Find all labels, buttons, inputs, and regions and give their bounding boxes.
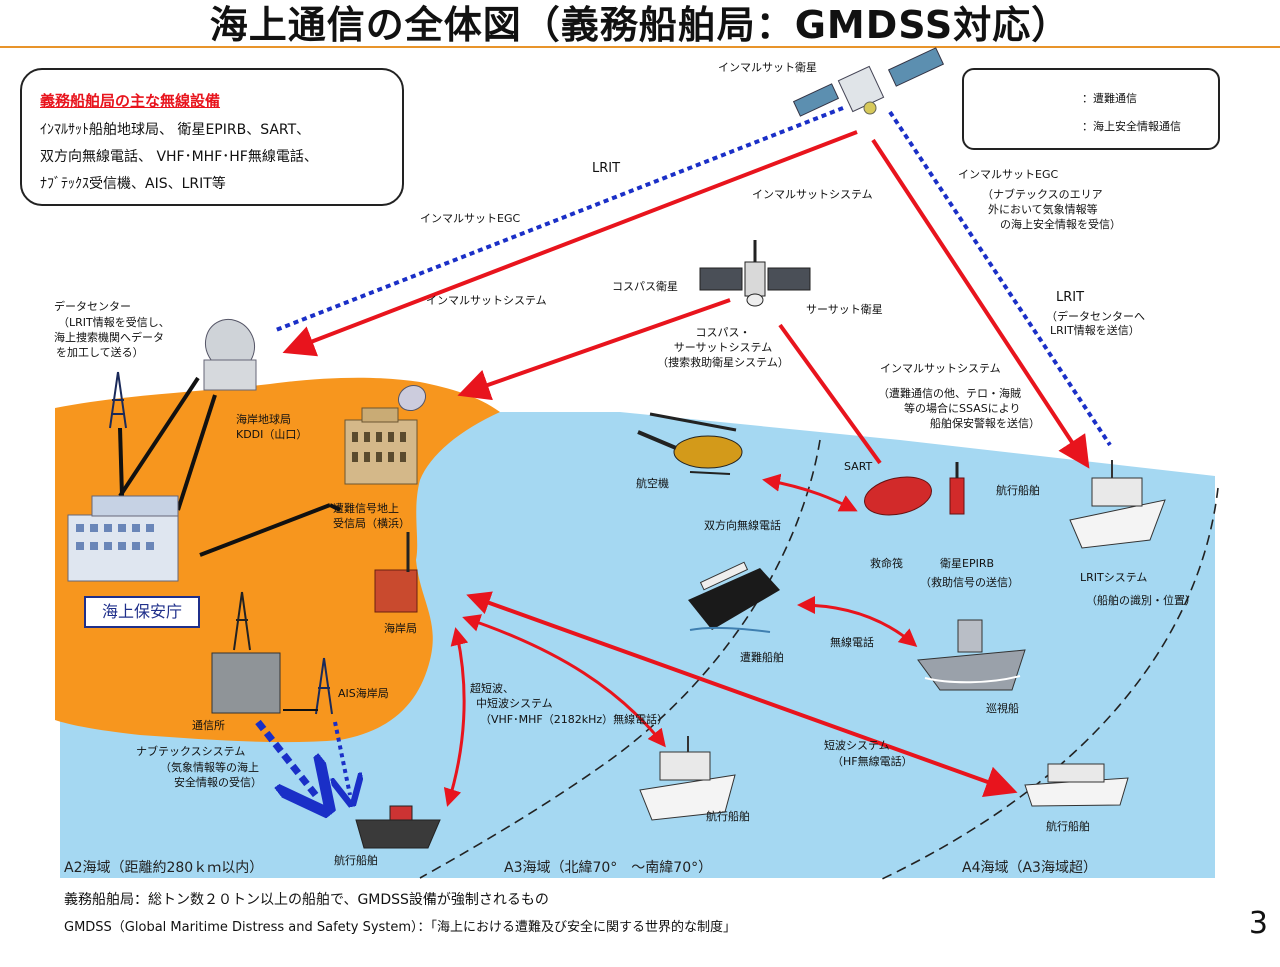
liferaft-label: 救命筏 <box>870 557 903 570</box>
inmarsat-egc-right-note: （ナブテックスのエリア <box>982 188 1103 201</box>
inmarsat-satellite-icon <box>792 47 945 117</box>
a3-a4-boundary <box>879 487 1219 881</box>
inmarsat-system-left-label: インマルサットシステム <box>426 294 547 307</box>
epirb-note: （救助信号の送信） <box>920 576 1019 589</box>
sailing-ship-icon-4 <box>355 805 441 849</box>
vhf-system-note: （VHF･MHF（2182kHz）無線電話） <box>480 713 669 726</box>
legend <box>962 68 1220 150</box>
footnote-1: 義務船舶局：総トン数２０トン以上の船舶で、GMDSS設備が強制されるもの <box>64 892 549 908</box>
lrit-right-title: LRIT <box>1056 290 1085 305</box>
title-rule <box>0 46 1280 48</box>
coast-earth-station-label: 海岸地球局 <box>236 413 291 426</box>
epirb-label: 衛星EPIRB <box>940 557 995 570</box>
inmarsat-egc-label: インマルサットEGC <box>420 212 521 225</box>
lrit-right-note: LRIT情報を送信） <box>1050 324 1140 337</box>
equipment-heading: 義務船舶局の主な無線設備 <box>40 92 221 110</box>
coast-station-label: 海岸局 <box>384 622 417 635</box>
coast-earth-station-icon <box>203 318 257 391</box>
inmarsat-ssas-note: （遭難通信の他、テロ・海賊 <box>878 387 1021 400</box>
hf-system-label: 短波システム <box>824 739 890 752</box>
distress-ship-label: 遭難船舶 <box>740 651 784 664</box>
coast-guard-building-icon <box>67 495 179 582</box>
footnote-2: GMDSS（Global Maritime Distress and Safet… <box>64 920 737 935</box>
distressed-ship-icon <box>688 561 780 633</box>
coast-station-icon <box>374 532 418 613</box>
cospas-system-note: （捜索救助衛星システム） <box>657 356 789 369</box>
page-title: 海上通信の全体図（義務船舶局：GMDSS対応） <box>209 3 1071 47</box>
inmarsat-system-label: インマルサットシステム <box>752 188 873 201</box>
safety-info-lines <box>255 106 1112 798</box>
page-number: 3 <box>1248 906 1268 941</box>
inmarsat-system-right-label: インマルサットシステム <box>880 362 1001 375</box>
equipment-line: ﾅﾌﾞﾃｯｸｽ受信機、AIS、LRIT等 <box>40 176 226 192</box>
ais-tower-icon <box>283 657 333 715</box>
inmarsat-ssas-note: 船舶保安警報を送信） <box>930 417 1040 430</box>
data-center-note: 海上捜索機関へデータ <box>54 331 164 344</box>
vhf-system-label: 超短波、 <box>470 682 514 695</box>
data-center-note: （LRIT情報を受信し、 <box>58 316 170 329</box>
legend-distress-label: ：遭難通信 <box>1082 92 1137 105</box>
equipment-line: ｲﾝﾏﾙｻｯﾄ船舶地球局、 衛星EPIRB、SART、 <box>40 122 311 138</box>
hf-system-note: （HF無線電話） <box>832 755 913 768</box>
land-links <box>118 376 341 557</box>
patrol-ship-label: 巡視船 <box>986 702 1019 715</box>
sarsat-satellite-label: サーサット衛星 <box>806 303 883 316</box>
inmarsat-egc-right-title: インマルサットEGC <box>958 168 1059 181</box>
equipment-line: 双方向無線電話、 VHF･MHF･HF無線電話、 <box>40 149 318 165</box>
sart-label: SART <box>844 460 873 473</box>
rescue-receiving-station-label: 遭難信号地上 <box>333 502 399 515</box>
lrit-system-note: （船舶の識別・位置） <box>1086 594 1196 607</box>
cospas-system-label: コスパス・ <box>695 326 751 339</box>
data-center-note: を加工して送る） <box>56 346 144 359</box>
sailing-ship-label-3: 航行船舶 <box>1046 820 1090 833</box>
legend-safety-label: ：海上安全情報通信 <box>1082 120 1181 133</box>
navtex-note: 安全情報の受信） <box>174 776 262 789</box>
inmarsat-egc-right-note: 外において気象情報等 <box>988 203 1098 216</box>
distress-lines <box>282 130 1090 807</box>
two-way-radio-label: 双方向無線電話 <box>704 519 781 532</box>
comm-office-label: 通信所 <box>192 719 225 732</box>
sailing-ship-icon-1 <box>1069 460 1166 549</box>
cospas-satellite-label: コスパス衛星 <box>612 280 678 293</box>
sailing-ship-label-4: 航行船舶 <box>334 854 378 867</box>
inmarsat-satellite-label: インマルサット衛星 <box>718 61 817 74</box>
lrit-system-label: LRITシステム <box>1080 571 1148 584</box>
radio-phone-label: 無線電話 <box>830 636 874 649</box>
data-center-label: データセンター <box>54 300 131 313</box>
comm-office-icon <box>211 591 281 714</box>
inmarsat-egc-right-note: の海上安全情報を受信） <box>1000 218 1121 231</box>
rescue-receiving-station-label: 受信局（横浜） <box>333 517 410 530</box>
navtex-note: （気象情報等の海上 <box>160 761 259 774</box>
sailing-ship-icon-3 <box>1024 763 1129 807</box>
aircraft-label: 航空機 <box>636 477 669 490</box>
rescue-dish-icon <box>397 384 427 412</box>
lrit-label: LRIT <box>592 161 621 176</box>
lrit-right-note: （データセンターへ <box>1046 310 1145 323</box>
helicopter-icon <box>637 412 743 475</box>
epirb-icon <box>949 462 965 515</box>
antenna-tower-icon <box>109 371 127 429</box>
sailing-ship-label-1: 航行船舶 <box>996 484 1040 497</box>
liferaft-icon <box>864 476 932 516</box>
zone-a2-label: A2海域（距離約280ｋｍ以内） <box>64 860 264 876</box>
rescue-receiving-station-icon <box>344 407 418 485</box>
inmarsat-ssas-note: 等の場合にSSASにより <box>904 402 1021 415</box>
sailing-ship-icon-2 <box>639 736 736 821</box>
cospas-system-label: サーサットシステム <box>673 341 773 354</box>
equipment-box: 義務船舶局の主な無線設備 ｲﾝﾏﾙｻｯﾄ船舶地球局、 衛星EPIRB、SART、… <box>20 68 404 206</box>
coast-guard-hq-label: 海上保安庁 <box>84 596 200 628</box>
patrol-ship-icon <box>917 619 1026 691</box>
navtex-label: ナブテックスシステム <box>136 745 246 758</box>
cospas-satellite-icon <box>699 240 811 307</box>
sailing-ship-label-2: 航行船舶 <box>706 810 750 823</box>
zone-a3-label: A3海域（北緯70° ～南緯70°） <box>504 860 713 876</box>
zone-a4-label: A4海域（A3海域超） <box>962 860 1097 876</box>
vhf-system-label: 中短波システム <box>476 697 553 710</box>
ais-station-label: AIS海岸局 <box>338 687 389 700</box>
coast-earth-station-label: KDDI（山口） <box>236 428 308 441</box>
